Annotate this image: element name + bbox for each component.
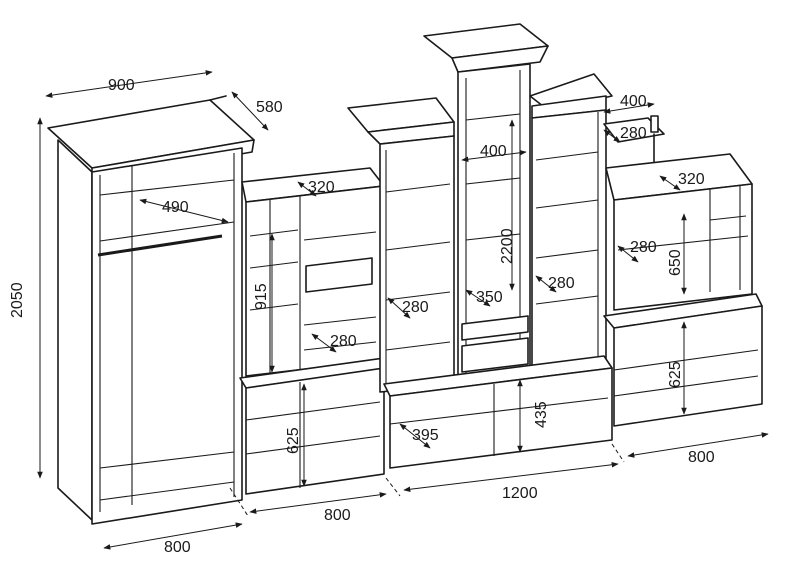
dim-line-wardrobe-inner [139,198,229,224]
dim-line-wardrobe-base [103,522,243,550]
dim-line-tower-shelf [465,289,491,307]
dim-line-left-tower-shelf [387,297,411,319]
dim-line-center-base [403,461,619,493]
right-unit [603,115,763,427]
center-base [383,355,613,469]
wardrobe [47,95,255,525]
dim-line-right-shelf [617,245,639,263]
dimension-labels: 900 580 2050 490 800 320 915 280 280 625… [9,77,715,556]
dim-line-wardrobe-width [45,70,213,98]
label-left-unit-depth: 320 [308,179,335,196]
label-center-shelf-depth: 395 [412,427,439,444]
label-center-lower-height: 435 [533,401,550,428]
label-right-shelf-depth: 280 [630,239,657,256]
dim-line-left-lower-shelf [311,333,337,353]
label-tower-shelf-depth: 350 [476,289,503,306]
dim-line-center-shelf [399,423,431,449]
left-unit [239,167,391,495]
label-tower-width: 400 [480,143,507,160]
label-right-top-width: 400 [620,93,647,110]
label-right-unit-base: 800 [688,449,715,466]
label-center-base-width: 1200 [502,485,538,502]
label-right-unit-depth: 320 [678,171,705,188]
label-wardrobe-inner-depth: 490 [162,199,189,216]
dim-line-left-base [249,492,387,514]
label-total-height: 2050 [9,282,26,318]
dim-line-right-top-depth [603,129,621,143]
label-left-lower-height: 625 [285,427,302,454]
label-right-top-depth: 280 [620,125,647,142]
label-tower-height: 2200 [499,228,516,264]
dim-line-right-tower-shelf [535,275,557,293]
label-left-shelf-a: 280 [402,299,429,316]
dim-line-tower-width [461,150,527,162]
dim-line-right-top-width [603,102,655,114]
label-wardrobe-base: 800 [164,539,191,556]
label-left-shelf-b: 280 [330,333,357,350]
left-tower [347,97,455,393]
dim-line-right-base [627,432,769,458]
dim-line-right-depth [659,175,681,191]
dim-line-left-depth [297,181,317,197]
label-left-unit-base: 800 [324,507,351,524]
right-tower [529,73,613,369]
label-wardrobe-width: 900 [108,77,135,94]
label-left-upper-height: 915 [253,283,270,310]
label-right-upper-height: 650 [667,249,684,276]
dimension-lines [37,70,769,550]
label-wardrobe-depth: 580 [256,99,283,116]
label-right-lower-height: 625 [667,361,684,388]
dim-line-wardrobe-depth [231,91,269,131]
label-right-tower-shelf: 280 [548,275,575,292]
